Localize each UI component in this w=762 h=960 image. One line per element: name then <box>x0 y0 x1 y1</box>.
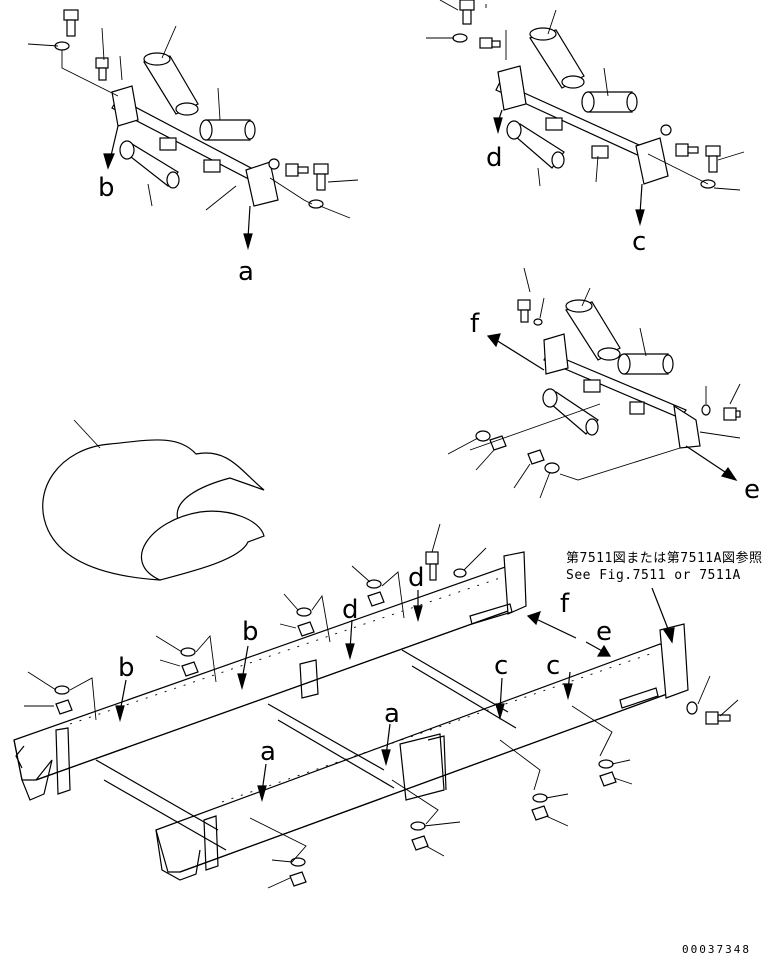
bolt <box>95 57 109 81</box>
washer <box>660 124 672 136</box>
nut <box>527 449 545 465</box>
reference-note-english: See Fig.7511 or 7511A <box>566 568 741 583</box>
main-frame <box>13 523 739 889</box>
callout-b-frame-right: b <box>242 617 259 647</box>
callout-a-frame-right: a <box>384 699 400 729</box>
roller <box>199 119 256 141</box>
bolt <box>479 37 501 49</box>
bolt <box>425 551 439 581</box>
callout-f-frame: f <box>560 589 570 619</box>
reference-note-japanese: 第7511図または第7511A図参照 <box>566 551 762 566</box>
bolt <box>459 0 475 25</box>
roller <box>119 140 180 189</box>
callout-c: c <box>632 227 646 257</box>
roller <box>542 388 599 436</box>
conveyor-belt <box>42 419 265 581</box>
callout-e-frame: e <box>596 617 612 647</box>
callout-b-frame-left: b <box>118 653 135 683</box>
callout-a: a <box>238 257 254 287</box>
washer <box>452 33 468 43</box>
washer <box>686 701 698 715</box>
bolt <box>63 9 79 37</box>
roller-assembly-top-left <box>27 9 359 251</box>
bolt <box>675 143 699 157</box>
bolt <box>705 711 731 725</box>
bolt <box>285 163 309 177</box>
callout-c-frame-right: c <box>546 651 560 681</box>
roller <box>506 120 565 169</box>
document-number: 00037348 <box>682 943 751 956</box>
bolt <box>313 163 329 191</box>
washer <box>453 568 467 578</box>
callout-d-frame-left: d <box>342 595 359 625</box>
washer <box>268 158 280 170</box>
roller <box>143 52 199 116</box>
bolt <box>723 407 741 421</box>
washer <box>544 462 560 474</box>
roller <box>529 27 585 89</box>
washer <box>308 199 324 209</box>
roller <box>565 299 621 361</box>
callout-e: e <box>744 475 760 505</box>
callout-d: d <box>486 143 503 173</box>
bolt <box>705 145 721 173</box>
callout-c-frame-left: c <box>494 651 508 681</box>
callout-b: b <box>98 173 115 203</box>
callout-a-frame-left: a <box>260 737 276 767</box>
roller-assembly-middle-right <box>447 267 741 499</box>
nut <box>489 435 507 451</box>
callout-d-frame-right: d <box>408 563 425 593</box>
callout-f: f <box>470 309 480 339</box>
bolt <box>517 299 531 323</box>
roller <box>617 353 674 375</box>
roller-assembly-top-right <box>426 0 745 227</box>
washer <box>475 430 491 442</box>
roller <box>581 91 638 113</box>
